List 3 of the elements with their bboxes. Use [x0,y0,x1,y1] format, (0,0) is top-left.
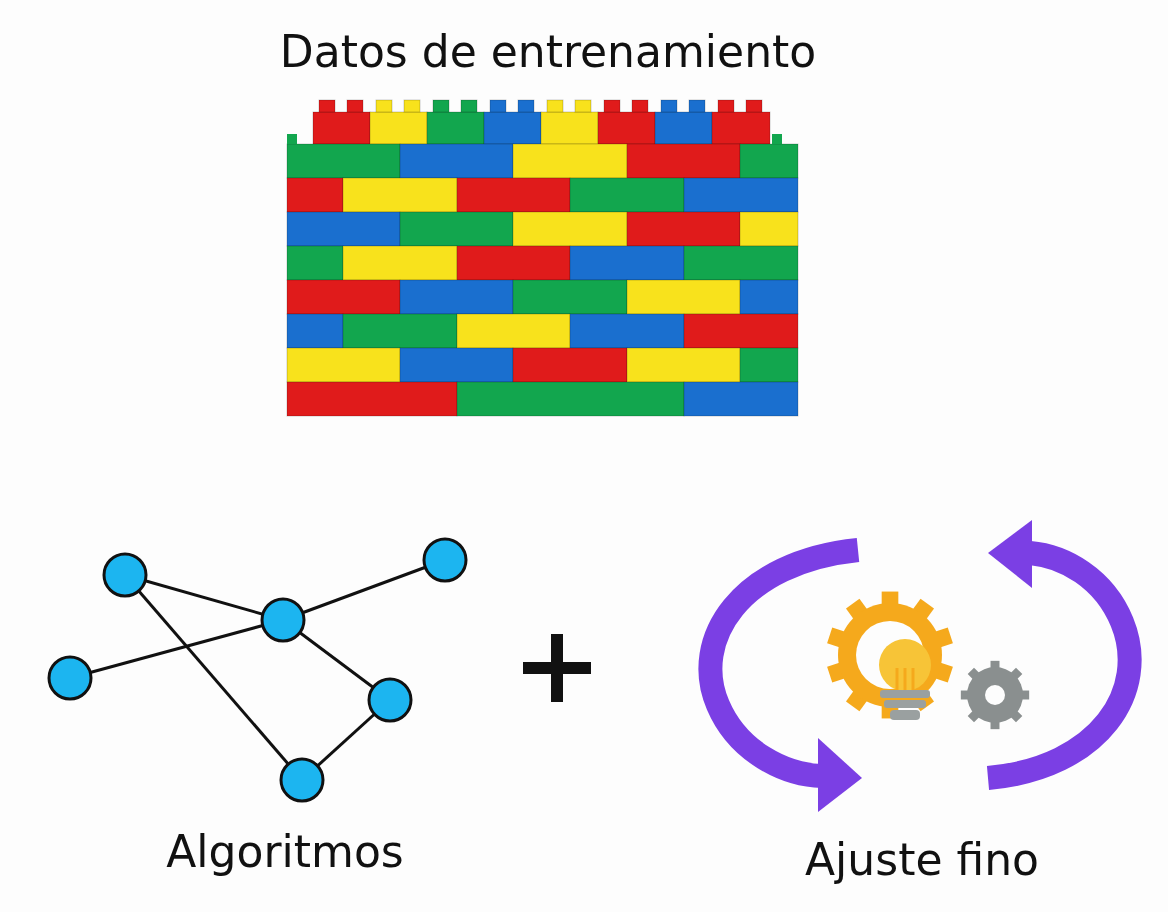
caption-text: Ajuste fino [805,836,1039,885]
caption-text: Algoritmos [166,828,404,877]
title-text: Datos de entrenamiento [279,28,817,77]
